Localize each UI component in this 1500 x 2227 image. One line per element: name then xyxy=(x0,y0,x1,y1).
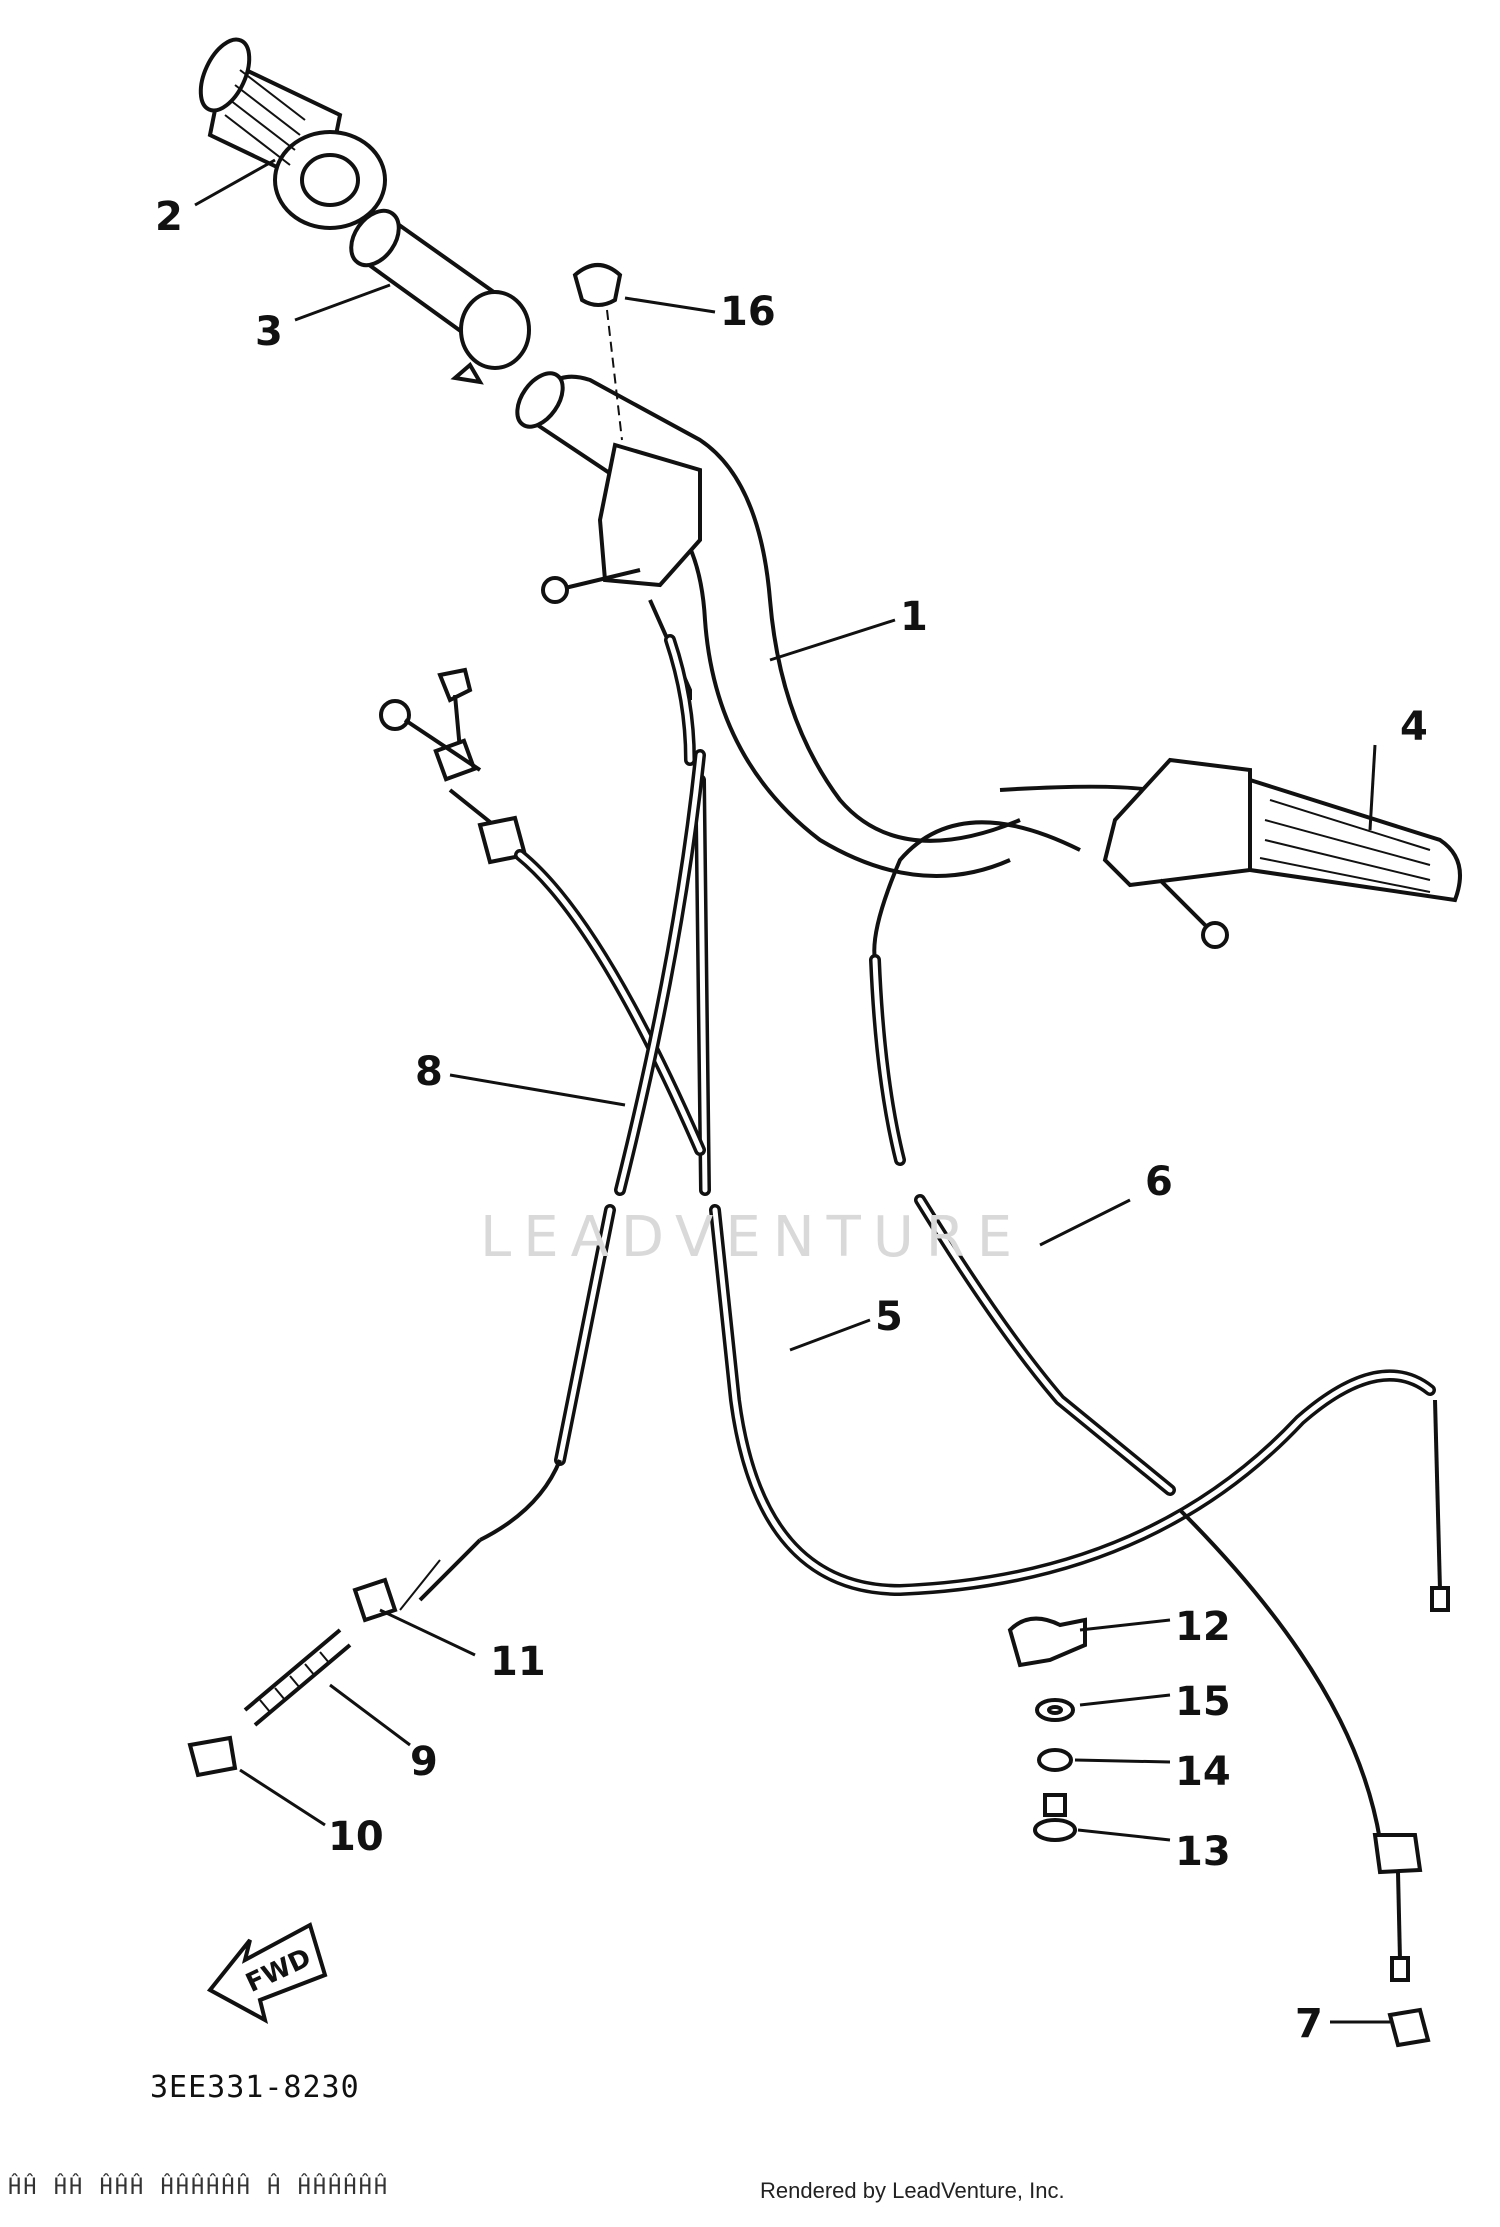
part-code: 3EE331-8230 xyxy=(150,2070,360,2105)
adjuster-11 xyxy=(352,1577,398,1623)
clamp-12 xyxy=(1007,1616,1087,1668)
cable-8 xyxy=(379,667,706,1611)
callout-3: 3 xyxy=(255,309,283,355)
callout-15: 15 xyxy=(1175,1679,1231,1725)
callout-8: 8 xyxy=(415,1049,443,1095)
callout-6: 6 xyxy=(1145,1159,1173,1205)
spring-9 xyxy=(243,1628,352,1727)
callout-14: 14 xyxy=(1175,1749,1231,1795)
fwd-arrow: FWD xyxy=(206,1922,328,2024)
end-10 xyxy=(187,1735,238,1778)
callout-12: 12 xyxy=(1175,1604,1231,1650)
nut-7 xyxy=(1387,2007,1431,2048)
callout-1: 1 xyxy=(900,594,928,640)
callout-10: 10 xyxy=(328,1814,384,1860)
callout-11: 11 xyxy=(490,1639,546,1685)
washer-15 xyxy=(1035,1698,1075,1722)
callout-4: 4 xyxy=(1400,704,1428,750)
grip-right xyxy=(1102,757,1462,949)
cable-5 xyxy=(664,634,1450,1612)
footer-left-text: ĤĤ ĤĤ ĤĤĤ ĤĤĤĤĤĤ Ĥ ĤĤĤĤĤĤ xyxy=(8,2175,390,2200)
callout-16: 16 xyxy=(720,289,776,335)
cap-16 xyxy=(572,263,623,441)
callout-13: 13 xyxy=(1175,1829,1231,1875)
washer-14 xyxy=(1037,1748,1073,1772)
throttle-tube xyxy=(349,208,531,385)
footer-credit: Rendered by LeadVenture, Inc. xyxy=(760,2178,1065,2203)
bolt-13 xyxy=(1033,1793,1077,1842)
watermark: LEADVENTURE xyxy=(480,1205,1025,1270)
callout-9: 9 xyxy=(410,1739,438,1785)
callout-2: 2 xyxy=(155,194,183,240)
grip-left xyxy=(198,37,387,230)
callout-5: 5 xyxy=(875,1294,903,1340)
callout-7: 7 xyxy=(1295,2001,1323,2047)
cable-6 xyxy=(869,820,1423,1982)
handlebar xyxy=(515,371,1182,878)
